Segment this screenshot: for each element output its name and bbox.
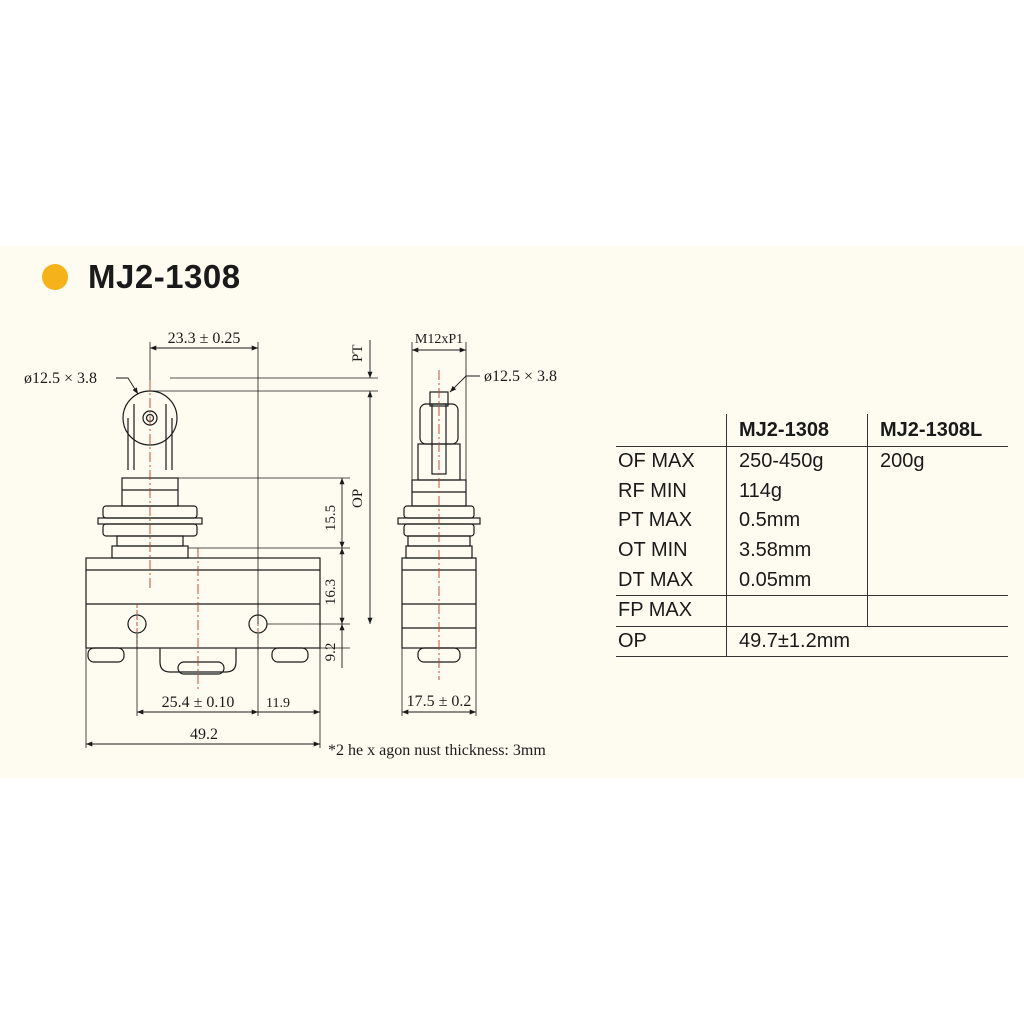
- spec-value-1: 250-450g: [726, 446, 868, 477]
- spec-label: DT MAX: [618, 568, 694, 591]
- switch-housing: [85, 557, 321, 649]
- spec-header-mj2-1308: MJ2-1308: [726, 414, 868, 447]
- spec-value-2: [867, 476, 1008, 507]
- spec-value-1: 114g: [726, 476, 868, 507]
- dim-width-top: 23.3 ± 0.25: [168, 330, 241, 347]
- spec-label: RF MIN: [618, 479, 687, 502]
- dim-16-3: 16.3: [323, 579, 339, 605]
- spec-label: OF MAX: [618, 450, 695, 473]
- spec-header-mj2-1308l: MJ2-1308L: [867, 414, 1008, 447]
- bullet-icon: [42, 264, 68, 290]
- spec-row-pt-max: PT MAX 0.5mm: [616, 506, 1008, 536]
- spec-header-blank: [616, 414, 727, 447]
- title-row: MJ2-1308: [42, 258, 241, 296]
- side-roller-label: ø12.5 × 3.8: [484, 368, 557, 385]
- mounting-hole-left: [127, 614, 147, 634]
- dim-depth: 17.5 ± 0.2: [407, 693, 472, 710]
- front-view: [85, 340, 378, 748]
- spec-label: OT MIN: [618, 539, 688, 562]
- spec-value-2: [867, 506, 1008, 536]
- spec-value-2: [867, 594, 1008, 627]
- pt-label: PT: [350, 344, 366, 362]
- spec-row-op: OP 49.7±1.2mm: [616, 625, 1008, 658]
- spec-value-2: [867, 625, 1008, 658]
- front-roller-label: ø12.5 × 3.8: [24, 370, 97, 387]
- spec-row-fp-max: FP MAX: [616, 594, 1008, 627]
- spec-label: OP: [616, 625, 727, 658]
- spec-table: MJ2-1308 MJ2-1308L OF MAX 250-450g 200g …: [616, 414, 1008, 658]
- spec-label: FP MAX: [616, 594, 727, 627]
- page-title: MJ2-1308: [88, 258, 241, 295]
- spec-row-ot-min: OT MIN 3.58mm: [616, 535, 1008, 566]
- thread-label: M12xP1: [415, 332, 463, 347]
- spec-header-row: MJ2-1308 MJ2-1308L: [616, 414, 1008, 447]
- spec-value-1: 0.05mm: [726, 565, 868, 596]
- spec-value-1: 0.5mm: [726, 506, 868, 536]
- spec-row-rf-min: RF MIN 114g: [616, 476, 1008, 507]
- op-label: OP: [350, 489, 366, 508]
- spec-value-1: 3.58mm: [726, 535, 868, 566]
- spec-label: PT MAX: [618, 509, 693, 532]
- side-view: [397, 342, 481, 716]
- spec-row-of-max: OF MAX 250-450g 200g: [616, 446, 1008, 477]
- dim-15-5: 15.5: [323, 505, 339, 531]
- spec-value-2: [867, 565, 1008, 596]
- dim-9-2: 9.2: [323, 643, 339, 662]
- spec-value-2: 200g: [867, 446, 1008, 477]
- spec-value-1: 49.7±1.2mm: [726, 625, 868, 658]
- dim-total-width: 49.2: [190, 726, 218, 743]
- dim-hole-spacing: 25.4 ± 0.10: [162, 694, 235, 711]
- spec-row-dt-max: DT MAX 0.05mm: [616, 565, 1008, 596]
- hex-nut-note: *2 he x agon nust thickness: 3mm: [328, 742, 546, 759]
- spec-value-2: [867, 535, 1008, 566]
- dim-11-9: 11.9: [266, 696, 290, 711]
- spec-value-1: [726, 594, 868, 627]
